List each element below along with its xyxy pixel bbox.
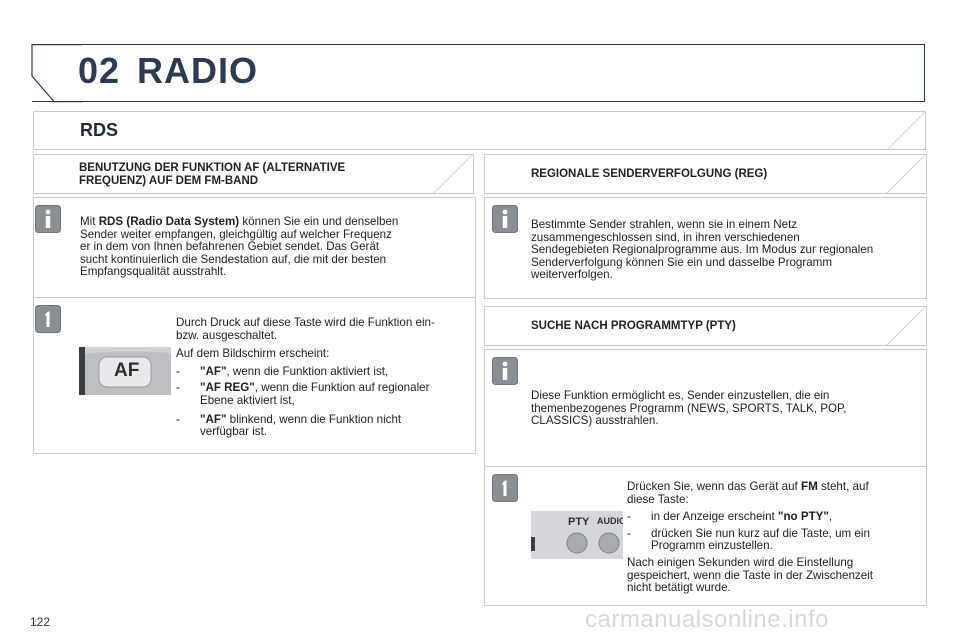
- pty-button-label: PTY: [568, 516, 590, 528]
- left-heading: BENUTZUNG DER FUNKTION AF (ALTERNATIVE F…: [79, 162, 346, 187]
- chapter-number: 02: [78, 50, 121, 91]
- left-content-box: [33, 197, 476, 454]
- left-heading-box: [33, 154, 474, 194]
- right-step-text: Drücken Sie, wenn das Gerät auf FM steht…: [627, 480, 922, 595]
- left-heading-slash: [432, 153, 474, 195]
- chapter-title: RADIO: [137, 50, 258, 91]
- step-one-icon: [35, 305, 61, 333]
- header-bar: [32, 44, 925, 102]
- left-step-text: Durch Druck auf diese Taste wird die Fun…: [176, 316, 476, 443]
- pty-button-image: PTY AUDIO O: [531, 511, 623, 559]
- af-status-list: -"AF", wenn die Funktion aktiviert ist, …: [176, 364, 476, 439]
- af-button-label: AF: [114, 360, 140, 381]
- page-number: 122: [30, 615, 51, 629]
- info-icon: [492, 357, 518, 385]
- pty-steps-list: -in der Anzeige erscheint "no PTY", -drü…: [627, 510, 922, 553]
- section-title-box: [33, 111, 926, 150]
- section-title-slash: [886, 110, 927, 151]
- right-top-info-text: Bestimmte Sender strahlen, wenn sie in e…: [531, 218, 874, 282]
- right-bottom-heading-box: [484, 306, 927, 346]
- info-icon: [492, 205, 518, 233]
- af-button-image: AF: [79, 347, 171, 395]
- list-item: -"AF", wenn die Funktion aktiviert ist,: [176, 364, 389, 378]
- list-item: -drücken Sie nun kurz auf die Taste, um …: [627, 526, 870, 553]
- right-top-content-box: [484, 197, 927, 299]
- right-bottom-heading-slash: [885, 305, 927, 347]
- step-one-icon: [492, 474, 518, 502]
- list-item: -"AF REG", wenn die Funktion auf regiona…: [176, 381, 430, 407]
- list-item: -in der Anzeige erscheint "no PTY",: [627, 510, 833, 524]
- info-icon: [35, 205, 61, 233]
- left-info-text: Mit RDS (Radio Data System) können Sie e…: [80, 215, 399, 279]
- section-title: RDS: [80, 120, 119, 140]
- right-top-heading-slash: [885, 153, 927, 195]
- audio-button-label: AUDIO O: [597, 516, 623, 526]
- right-bottom-info-text: Diese Funktion ermöglicht es, Sender ein…: [531, 389, 847, 428]
- right-bottom-heading: SUCHE NACH PROGRAMMTYP (PTY): [531, 320, 736, 332]
- left-divider: [33, 297, 476, 298]
- right-top-heading: REGIONALE SENDERVERFOLGUNG (REG): [531, 168, 768, 180]
- right-bottom-content-box: [484, 349, 927, 606]
- right-top-heading-box: [484, 154, 927, 194]
- right-divider: [484, 466, 927, 467]
- watermark: carmanualsonline.info: [585, 606, 829, 633]
